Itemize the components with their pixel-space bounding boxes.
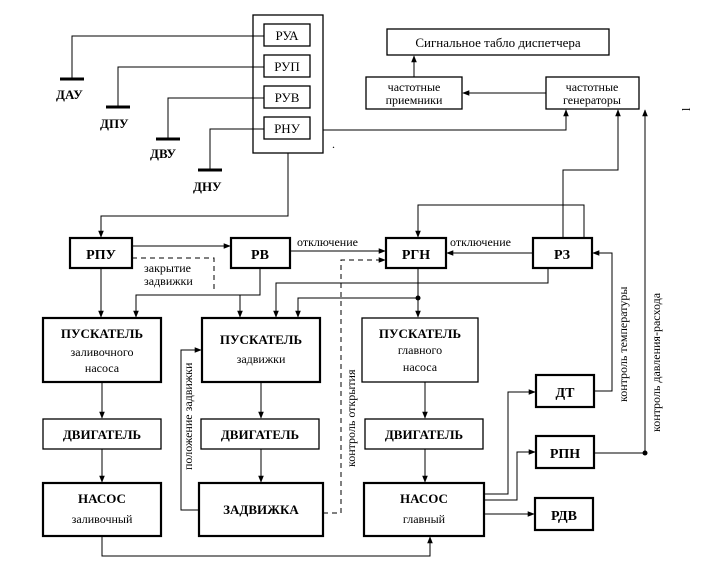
ground-label-dpu: ДПУ <box>100 116 129 131</box>
relay-rua-label: РУА <box>275 28 299 43</box>
valve-label: ЗАДВИЖКА <box>223 502 299 517</box>
starter-priming-line1: ПУСКАТЕЛЬ <box>61 326 143 341</box>
pressure-flow-control-label: контроль давления-расхода <box>649 292 663 432</box>
starter-priming-box: ПУСКАТЕЛЬ заливочного насоса <box>41 316 163 384</box>
pump-main-line2: главный <box>403 512 446 526</box>
pump-main-box: НАСОС главный <box>362 481 486 538</box>
valve-position-label: положение задвижки <box>181 362 195 470</box>
motor-valve-label: ДВИГАТЕЛЬ <box>221 427 299 442</box>
rz-to-starter-valve-arrow <box>273 268 549 318</box>
relay-rua: РУА <box>263 23 311 47</box>
pump-to-rpn-arrow <box>484 449 536 501</box>
freq-receivers-line2: приемники <box>386 93 443 107</box>
relay-rup-label: РУП <box>274 59 300 74</box>
rz-box: РЗ <box>531 236 594 270</box>
starter-priming-line3: насоса <box>85 361 120 375</box>
starter-main-line2: главного <box>398 343 442 357</box>
rv-to-starter-priming-branch <box>133 268 261 318</box>
rpn-box: РПН <box>534 434 596 470</box>
rpn-label: РПН <box>550 447 580 462</box>
valve-box: ЗАДВИЖКА <box>197 481 325 538</box>
valve-closing-line1: закрытие <box>144 261 191 275</box>
rgn-box: РГН <box>384 236 448 270</box>
starter-valve-line1: ПУСКАТЕЛЬ <box>220 332 302 347</box>
junction-dot-rpn <box>642 450 648 456</box>
ground-label-dau: ДАУ <box>56 87 83 102</box>
pump-priming-line2: заливочный <box>72 512 133 526</box>
rv-label: РВ <box>251 248 269 263</box>
freq-receivers-line1: частотные <box>388 80 441 94</box>
dt-label: ДТ <box>556 386 576 401</box>
rz-to-generators-arrow <box>562 109 621 238</box>
panel-to-rpu-arrow <box>98 153 289 238</box>
rdv-box: РДВ <box>533 496 595 532</box>
relay-panel: РУА РУП РУВ РНУ <box>252 14 324 154</box>
dt-box: ДТ <box>534 373 596 409</box>
motor-main-label: ДВИГАТЕЛЬ <box>385 427 463 442</box>
freq-generators-box: частотные генераторы <box>545 76 640 110</box>
edge-mark: l <box>679 107 693 111</box>
pump-main-line1: НАСОС <box>400 491 448 506</box>
rv-box: РВ <box>229 236 292 270</box>
stray-dot: . <box>332 137 335 151</box>
signal-board-label: Сигнальное табло диспетчера <box>415 35 581 50</box>
valve-closing-dashed <box>132 257 215 290</box>
rz-loop-to-rgn-arrow <box>415 204 585 238</box>
temperature-control-label: контроль температуры <box>616 287 630 402</box>
starter-priming-line2: заливочного <box>71 345 134 359</box>
signal-board-box: Сигнальное табло диспетчера <box>386 28 610 56</box>
rgn-label: РГН <box>402 248 430 263</box>
relay-rup: РУП <box>263 54 311 78</box>
relay-ruv-label: РУВ <box>275 90 300 105</box>
motor-main-box: ДВИГАТЕЛЬ <box>364 418 484 450</box>
freq-generators-line1: частотные <box>566 80 619 94</box>
valve-closing-line2: задвижки <box>144 274 193 288</box>
ground-leads: ДАУ ДПУ ДВУ ДНУ <box>56 35 264 194</box>
rz-label: РЗ <box>554 248 570 263</box>
relay-rnu-label: РНУ <box>274 121 301 136</box>
rpu-box: РПУ <box>68 236 134 270</box>
temperature-control-arrow <box>592 250 613 392</box>
motor-priming-box: ДВИГАТЕЛЬ <box>42 418 162 450</box>
opening-control-label: контроль открытия <box>344 369 358 467</box>
pump-to-dt-arrow <box>484 389 536 495</box>
starter-main-line3: насоса <box>403 360 438 374</box>
ground-label-dnu: ДНУ <box>193 179 222 194</box>
relay-ruv: РУВ <box>263 85 311 109</box>
starter-valve-line2: задвижки <box>237 352 286 366</box>
shutdown-label-1: отключение <box>297 235 358 249</box>
ground-label-dvu: ДВУ <box>150 146 177 161</box>
priming-to-main-pump-arrow <box>101 536 433 557</box>
starter-main-line1: ПУСКАТЕЛЬ <box>379 326 461 341</box>
pump-priming-box: НАСОС заливочный <box>41 481 163 538</box>
starter-valve-box: ПУСКАТЕЛЬ задвижки <box>200 316 322 384</box>
panel-to-generators-arrow <box>323 109 569 131</box>
freq-generators-line2: генераторы <box>563 93 621 107</box>
opening-control-dashed <box>323 257 386 514</box>
pump-priming-line1: НАСОС <box>78 491 126 506</box>
motor-priming-label: ДВИГАТЕЛЬ <box>63 427 141 442</box>
rgn-to-starter-valve-arrow <box>295 297 418 318</box>
rpu-label: РПУ <box>86 248 116 263</box>
valve-position-feedback-arrow <box>180 347 202 511</box>
starter-main-box: ПУСКАТЕЛЬ главного насоса <box>361 317 479 383</box>
freq-receivers-box: частотные приемники <box>365 76 463 110</box>
motor-valve-box: ДВИГАТЕЛЬ <box>200 418 320 450</box>
relay-rnu: РНУ <box>263 116 311 140</box>
rdv-label: РДВ <box>551 509 577 524</box>
shutdown-label-2: отключение <box>450 235 511 249</box>
